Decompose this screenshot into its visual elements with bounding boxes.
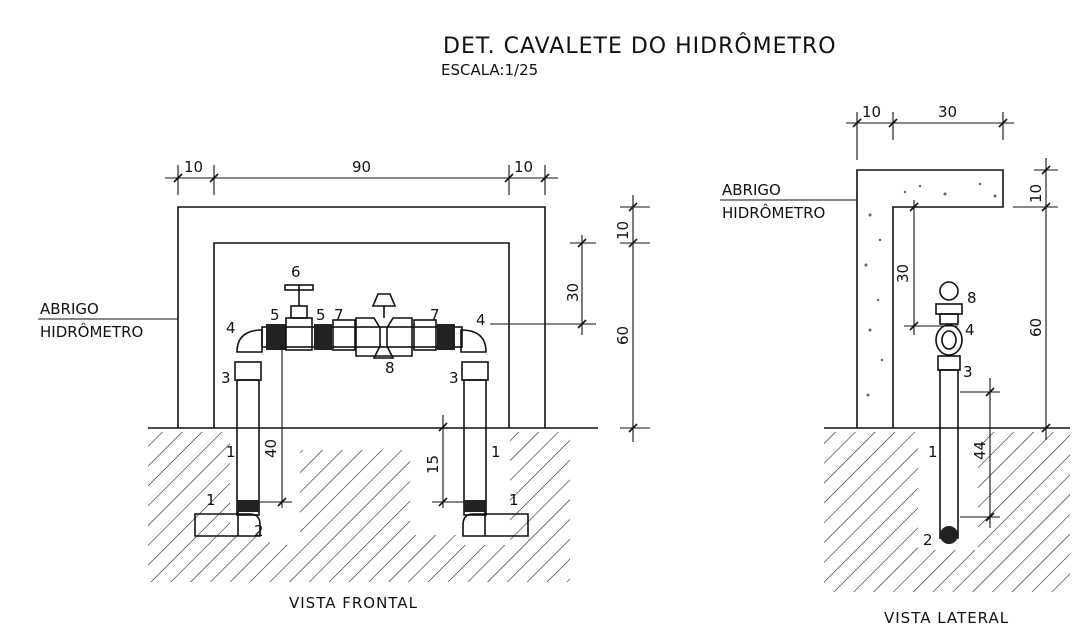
part-1-left-riser: 1 [226, 443, 236, 461]
side-part-8: 8 [967, 289, 977, 307]
ground-hatch [148, 432, 570, 582]
front-view: 10 90 10 10 30 60 ABRIGO HIDRÔMETRO [38, 158, 650, 612]
part-1-right-riser: 1 [491, 443, 501, 461]
concrete-texture [864, 182, 997, 397]
dim-pipe-height: 30 [564, 283, 582, 302]
front-view-caption: VISTA FRONTAL [289, 594, 418, 612]
side-abrigo-wall [856, 169, 1004, 428]
side-view: 10 30 10 30 60 ABRIGO HIDRÔMETRO [720, 103, 1070, 627]
part-8-meter: 8 [385, 359, 395, 377]
drawing-title: DET. CAVALETE DO HIDRÔMETRO [443, 33, 837, 59]
dim-top-wall: 10 [614, 221, 632, 240]
part-7-left: 7 [334, 306, 344, 324]
dim-total-height: 60 [614, 326, 632, 345]
abrigo-outer-wall [177, 206, 546, 428]
part-4-right: 4 [476, 311, 486, 329]
side-right-dimensions [904, 158, 1058, 440]
part-3-right: 3 [449, 369, 459, 387]
side-dim-total-height: 60 [1027, 318, 1045, 337]
side-part-1: 1 [928, 443, 938, 461]
right-riser-pipe [460, 329, 529, 537]
part-6-valve: 6 [291, 263, 301, 281]
part-7-right: 7 [430, 306, 440, 324]
side-dim-pipe-height: 30 [894, 264, 912, 283]
part-5-left: 5 [270, 306, 280, 324]
side-dim-top-wall: 10 [1027, 184, 1045, 203]
right-dimensions [490, 195, 650, 442]
side-dim-wall: 10 [862, 103, 881, 121]
part-4-left: 4 [226, 319, 236, 337]
dim-right-wall: 10 [514, 158, 533, 176]
part-3-left: 3 [221, 369, 231, 387]
side-riser-pipe [935, 281, 963, 544]
side-dim-riser: 44 [971, 441, 989, 460]
side-ground-hatch [824, 432, 1070, 592]
dim-riser-left: 40 [262, 439, 280, 458]
side-abrigo-label-line1: ABRIGO [722, 181, 781, 199]
left-riser-pipe [194, 329, 263, 537]
side-top-dimension [846, 112, 1014, 160]
dim-left-wall: 10 [184, 158, 203, 176]
side-dim-depth: 30 [938, 103, 957, 121]
side-abrigo-label-line2: HIDRÔMETRO [722, 203, 825, 222]
part-1-right-elbow: 1 [509, 491, 519, 509]
part-1-left-elbow: 1 [206, 491, 216, 509]
dim-riser-right: 15 [424, 455, 442, 474]
drawing-scale: ESCALA:1/25 [441, 61, 538, 79]
side-part-3: 3 [963, 363, 973, 381]
part-2: 2 [254, 522, 264, 540]
horizontal-manifold [261, 284, 463, 359]
side-part-4: 4 [965, 321, 975, 339]
abrigo-inner-wall [213, 242, 510, 428]
riser-dimensions [259, 345, 464, 508]
abrigo-label-line1: ABRIGO [40, 300, 99, 318]
part-5-right: 5 [316, 306, 326, 324]
abrigo-label-line2: HIDRÔMETRO [40, 322, 143, 341]
top-dimension [165, 165, 558, 195]
dim-inner-width: 90 [352, 158, 371, 176]
side-riser-dimension [960, 378, 1000, 528]
side-view-caption: VISTA LATERAL [884, 609, 1009, 627]
side-part-2: 2 [923, 531, 933, 549]
